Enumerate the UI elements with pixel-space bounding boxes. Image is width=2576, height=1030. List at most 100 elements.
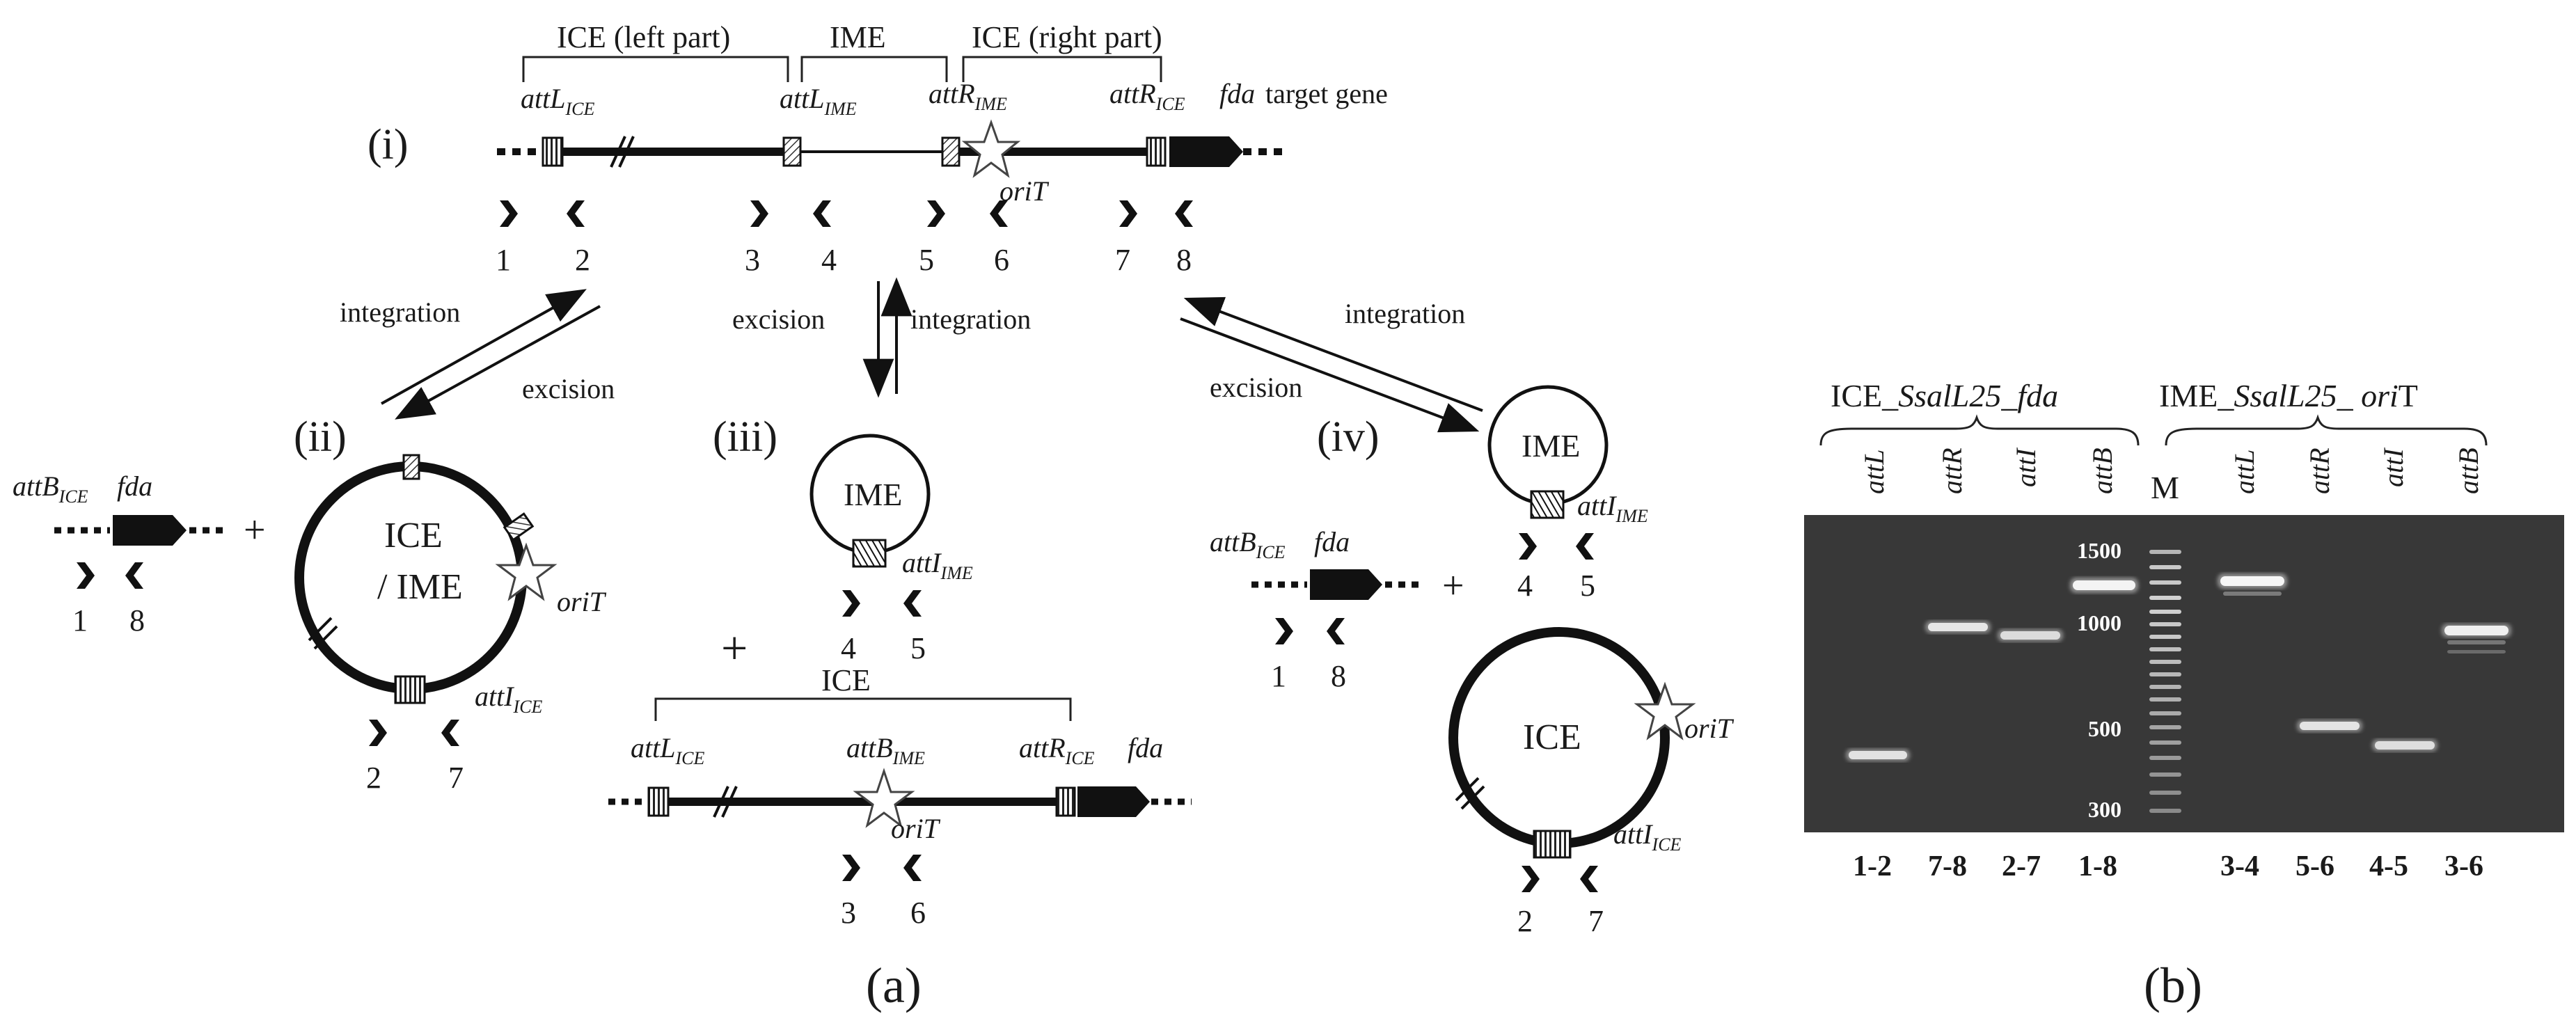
bracket-ice-iii	[654, 697, 1072, 721]
label-integration-ii: integration	[340, 296, 460, 328]
lane-2-bottom-label: 7-8	[1928, 850, 1967, 882]
oriT-star-icon-iv	[1634, 681, 1696, 740]
lane-4-bottom-label: 1-8	[2078, 850, 2117, 882]
break-mark-ii	[308, 617, 338, 650]
gel-image	[1804, 515, 2564, 832]
attL-ice-site-iii	[647, 786, 670, 817]
group-label-ice: ICE_SsalL25_fda	[1831, 378, 2058, 413]
marker-lane-label: M	[2151, 470, 2179, 505]
label-excision-ii: excision	[522, 373, 615, 404]
lane-8-bottom-label: 3-6	[2444, 850, 2483, 882]
band-lane-1	[1846, 749, 1910, 761]
primer-8-icon	[1175, 200, 1193, 227]
primer-7-icon	[1119, 200, 1137, 227]
band-lane-3	[1998, 629, 2063, 642]
primer-1-number-ii: 1	[72, 603, 88, 637]
break-mark-iii	[713, 786, 738, 818]
state-ii-label: (ii)	[294, 413, 347, 461]
primer-4-number: 4	[821, 243, 837, 277]
ime-circle-label-iv: IME	[1522, 428, 1580, 464]
primer-2-number-ii: 2	[366, 761, 381, 795]
attI-ice-label-iv: attIICE	[1613, 818, 1682, 855]
state-iii: (iii) IME attIIME 4 5 + ICE attLICE attB…	[608, 413, 1192, 930]
primer-2-number-iv: 2	[1517, 904, 1533, 938]
attR-ice-site-iii	[1055, 786, 1076, 817]
primer-4-icon-iv	[1519, 533, 1537, 560]
primer-3-number-iii: 3	[841, 896, 856, 930]
marker-size-1000: 1000	[2077, 610, 2121, 635]
attL-ime-site	[782, 136, 802, 167]
state-iii-label: (iii)	[713, 413, 777, 461]
label-excision-iv: excision	[1210, 372, 1302, 403]
oriT-label-ii: oriT	[557, 586, 607, 617]
attL-ice-label-iii: attLICE	[631, 732, 704, 768]
primer-4-icon	[813, 200, 831, 227]
bracket-ime-label: IME	[830, 20, 886, 54]
plus-iv: +	[1442, 564, 1464, 608]
fda-label-ii: fda	[117, 470, 152, 502]
attL-ice-site	[542, 136, 564, 167]
band-lane-6	[2297, 720, 2362, 732]
primer-2-icon-ii	[369, 720, 387, 746]
circle-label-ime: / IME	[377, 567, 463, 607]
lane-4-top-label: attB	[2087, 447, 2118, 494]
bracket-ice-left-label: ICE (left part)	[557, 20, 730, 54]
fda-label-iii: fda	[1128, 732, 1163, 763]
attR-ice-site	[1146, 136, 1167, 167]
lane-top-labels: attL attR attI attB attL attR attI attB	[1858, 447, 2484, 494]
lane-1-bottom-label: 1-2	[1853, 850, 1892, 882]
attI-ime-site-iv	[1530, 490, 1565, 519]
primer-7-number: 7	[1115, 243, 1130, 277]
arrow-iv-integration	[1183, 296, 1483, 412]
label-excision-iii: excision	[732, 303, 825, 335]
oriT-label: oriT	[999, 175, 1050, 207]
attL-ice-label: attLICE	[521, 83, 594, 119]
primer-2-icon	[567, 200, 585, 227]
attR-ice-label-iii: attRICE	[1019, 732, 1095, 768]
label-integration-iii: integration	[910, 303, 1031, 335]
lane-6-top-label: attR	[2304, 447, 2335, 494]
primer-6-icon-iii	[903, 855, 922, 881]
primer-7-number-ii: 7	[448, 761, 464, 795]
attI-ime-label-iv: attIIME	[1577, 490, 1648, 526]
fda-label-iv: fda	[1314, 526, 1350, 557]
bracket-ice-iii-label: ICE	[821, 663, 871, 697]
lane-1-top-label: attL	[1858, 450, 1890, 494]
primer-4-number-iii: 4	[841, 631, 856, 665]
primer-6-number: 6	[994, 243, 1009, 277]
circle-att-site-top	[402, 454, 420, 480]
primer-1-icon-iv	[1275, 618, 1293, 644]
primer-3-icon	[750, 200, 768, 227]
plus-ii: +	[244, 509, 266, 552]
attR-ime-site	[941, 136, 961, 167]
state-i: (i) ICE (left part) IME ICE (right part)…	[368, 20, 1388, 277]
oriT-star-icon-ii	[495, 542, 558, 601]
attR-ice-label: attRICE	[1109, 78, 1185, 114]
primer-5-number: 5	[919, 243, 934, 277]
lane-5-top-label: attL	[2229, 450, 2260, 494]
gel-bands	[1846, 573, 2511, 761]
primer-3-icon-iii	[842, 855, 860, 881]
primer-5-number-iv: 5	[1580, 569, 1595, 603]
panel-a-label: (a)	[866, 958, 922, 1013]
oriT-star-icon-iii	[853, 768, 915, 828]
primer-5-number-iii: 5	[910, 631, 926, 665]
primer-1-icon	[500, 200, 518, 227]
ime-circle-label-iii: IME	[844, 477, 902, 512]
attI-ice-label-ii: attIICE	[475, 681, 543, 717]
plus-iii: +	[721, 621, 748, 674]
marker-size-1500: 1500	[2077, 538, 2121, 563]
band-lane-4	[2070, 578, 2138, 593]
break-mark-iv	[1455, 777, 1485, 810]
bracket-ice-left	[522, 56, 789, 82]
attR-ime-label: attRIME	[929, 78, 1007, 114]
ice-circle-label-iv: ICE	[1523, 718, 1581, 757]
primer-1-number: 1	[496, 243, 511, 277]
attB-ime-label-iii: attBIME	[846, 732, 925, 768]
lane-3-top-label: attI	[2010, 447, 2041, 487]
primer-2-number: 2	[575, 243, 590, 277]
oriT-star-icon	[961, 119, 1021, 178]
attI-ime-label-iii: attIIME	[902, 547, 973, 583]
primer-8-number-ii: 8	[129, 603, 145, 637]
circle-att-site-right	[503, 512, 535, 541]
